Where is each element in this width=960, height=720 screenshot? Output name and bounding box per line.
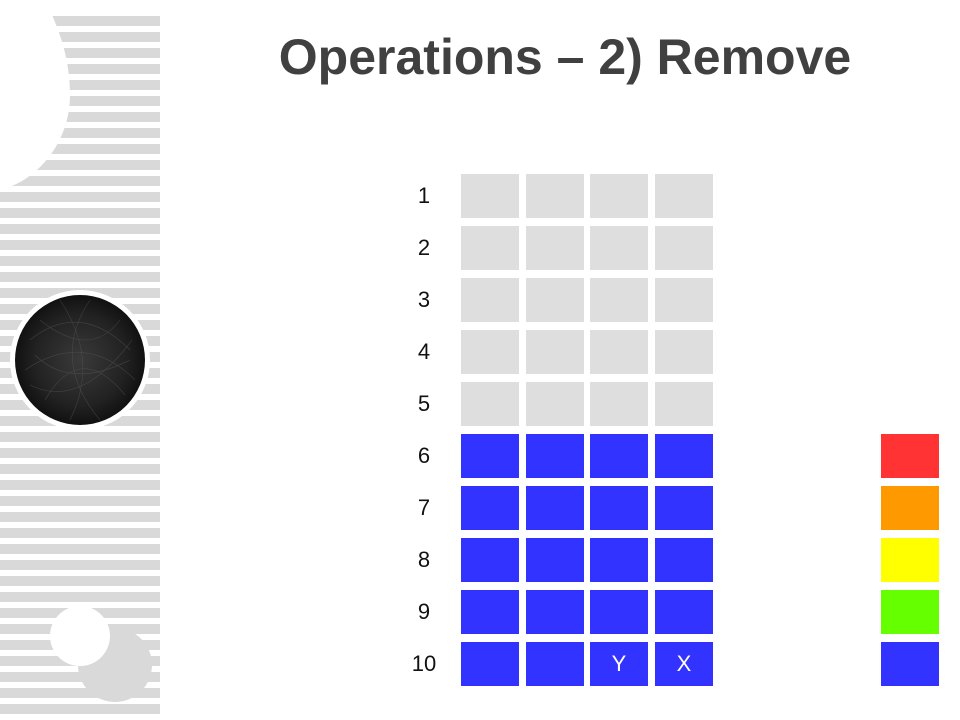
row-number-label: 7 <box>417 495 431 520</box>
row-number-label: 2 <box>417 235 431 260</box>
grid-row: 6 <box>400 434 720 478</box>
legend-swatch-red <box>881 434 939 478</box>
grid-cell <box>590 590 648 634</box>
grid-row: 5 <box>400 382 720 426</box>
grid-row: 7 <box>400 486 720 530</box>
legend-swatch-blue <box>881 642 939 686</box>
grid-cell <box>526 278 584 322</box>
row-number-label: 1 <box>417 183 431 208</box>
row-number-label: 6 <box>417 443 431 468</box>
white-circle-icon <box>50 606 110 666</box>
grid-cell <box>590 434 648 478</box>
grid-cell <box>655 226 713 270</box>
grid-cell <box>590 226 648 270</box>
row-number-label: 9 <box>417 599 431 624</box>
grid-cell <box>461 538 519 582</box>
row-number-label: 8 <box>417 547 431 572</box>
grid-cell: X <box>655 642 713 686</box>
grid-row: 3 <box>400 278 720 322</box>
grid-row: 9 <box>400 590 720 634</box>
grid-cell <box>590 174 648 218</box>
grid-cell: Y <box>590 642 648 686</box>
grid-cell <box>655 278 713 322</box>
grid-cell <box>461 330 519 374</box>
row-number-label: 10 <box>411 651 437 676</box>
grid-row: 8 <box>400 538 720 582</box>
grid-cell <box>590 330 648 374</box>
grid-row: 4 <box>400 330 720 374</box>
legend-swatch-yellow <box>881 538 939 582</box>
grid-cell <box>461 434 519 478</box>
grid-cell <box>655 590 713 634</box>
grid-row: 1 <box>400 174 720 218</box>
grid-cell <box>526 330 584 374</box>
grid-cell <box>590 382 648 426</box>
grid-cell <box>655 174 713 218</box>
grid-cell <box>461 226 519 270</box>
grid-row: 2 <box>400 226 720 270</box>
grid-cell <box>590 278 648 322</box>
grid-cell <box>655 538 713 582</box>
grid-cell <box>655 330 713 374</box>
row-number-label: 4 <box>417 339 431 364</box>
grid-cell <box>590 486 648 530</box>
grid-cell <box>526 642 584 686</box>
row-number-label: 5 <box>417 391 431 416</box>
grid-cell <box>461 486 519 530</box>
decorative-stripe-panel <box>0 12 160 720</box>
legend-swatch-green <box>881 590 939 634</box>
legend-swatch-orange <box>881 486 939 530</box>
grid-cell <box>590 538 648 582</box>
row-number-label: 3 <box>417 287 431 312</box>
grid-cell <box>526 538 584 582</box>
grid-cell <box>655 434 713 478</box>
grid-cell <box>655 486 713 530</box>
grid-cell <box>526 174 584 218</box>
grid-cell <box>526 434 584 478</box>
grid-cell <box>526 486 584 530</box>
grid-cell <box>655 382 713 426</box>
grid-cell <box>461 642 519 686</box>
grid-cell <box>526 226 584 270</box>
grid-cell <box>526 382 584 426</box>
grid-cell <box>461 590 519 634</box>
grid-cell <box>461 278 519 322</box>
grid-cell <box>526 590 584 634</box>
grid-cell <box>461 174 519 218</box>
grid-cell <box>461 382 519 426</box>
slide-title-text: Operations – 2) Remove <box>278 29 852 85</box>
